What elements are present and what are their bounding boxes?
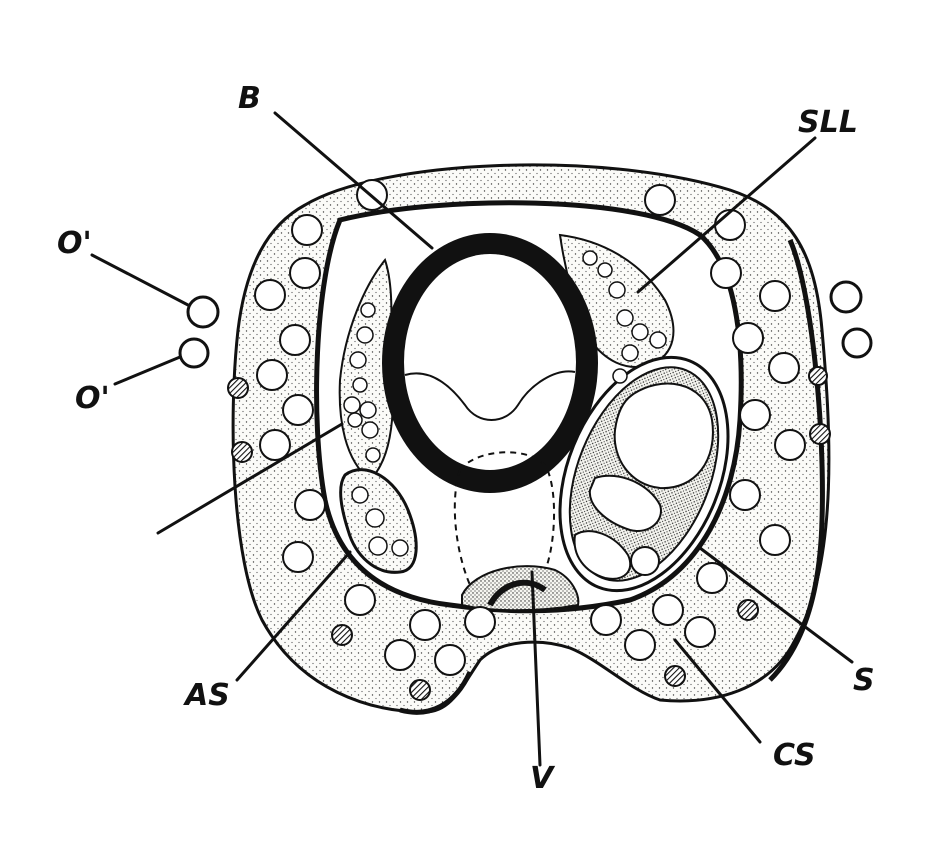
small-circle — [608, 281, 626, 299]
label-v: V — [530, 761, 556, 796]
label-cs: CS — [773, 738, 816, 773]
hatched-circle — [227, 377, 249, 399]
small-circle — [612, 368, 628, 384]
label-sll: SLL — [798, 105, 858, 140]
hatched-circle — [737, 599, 759, 621]
outer-ring-heavy-edge — [768, 238, 825, 682]
s-chamber-1 — [588, 474, 662, 532]
ring-circle — [384, 639, 416, 671]
hatched-circle — [331, 624, 353, 646]
small-circle — [368, 536, 388, 556]
ring-circle — [282, 541, 314, 573]
label-b: B — [238, 81, 261, 116]
ring-circle — [759, 524, 791, 556]
label-o-prime-lower: O' — [75, 381, 110, 416]
small-circle — [616, 309, 634, 327]
right-external-circle-2 — [841, 327, 873, 359]
ring-circle — [259, 429, 291, 461]
small-circle — [347, 412, 363, 428]
small-circle — [352, 377, 368, 393]
hatched-circle — [809, 423, 831, 445]
label-o-prime-upper: O' — [57, 226, 92, 261]
small-circle — [649, 331, 667, 349]
small-circle — [361, 421, 379, 439]
small-circle — [582, 250, 598, 266]
ring-circle — [729, 479, 761, 511]
leader-lines — [90, 111, 854, 767]
small-circle — [351, 486, 369, 504]
s-lumen — [613, 382, 714, 490]
small-circle — [359, 401, 377, 419]
ring-circle — [710, 257, 742, 289]
ring-circle — [409, 609, 441, 641]
small-circle — [365, 447, 381, 463]
hatched-circle — [808, 366, 828, 386]
ring-circle — [464, 606, 496, 638]
small-circles — [343, 250, 667, 557]
small-circle — [356, 326, 374, 344]
ring-circle — [434, 644, 466, 676]
ring-circle — [759, 280, 791, 312]
dashed-outline — [453, 451, 556, 586]
ring-circle — [256, 359, 288, 391]
ring-circle — [732, 322, 764, 354]
ring-circle — [291, 214, 323, 246]
small-circle — [597, 262, 613, 278]
ring-circle — [279, 324, 311, 356]
b-ring-inner — [404, 254, 576, 470]
b-inner-fold — [404, 370, 576, 421]
ring-circle — [644, 184, 676, 216]
label-as: AS — [183, 678, 230, 713]
ring-circle — [254, 279, 286, 311]
o-prime-circle-2 — [178, 337, 210, 369]
hatched-circle — [664, 665, 686, 687]
small-circle — [631, 323, 649, 341]
ring-circles — [254, 179, 806, 676]
o-prime-circle-1 — [186, 295, 220, 329]
small-circle — [391, 539, 409, 557]
ring-circle — [652, 594, 684, 626]
ring-circle — [344, 584, 376, 616]
small-circle — [349, 351, 367, 369]
small-circle — [343, 396, 361, 414]
ring-circle — [684, 616, 716, 648]
hatched-circles — [227, 366, 831, 701]
right-external-circle-1 — [829, 280, 863, 314]
s-chamber-2 — [573, 530, 632, 580]
small-circle — [360, 302, 376, 318]
ring-circle — [768, 352, 800, 384]
ring-circle — [696, 562, 728, 594]
ring-circle — [714, 209, 746, 241]
hatched-circle — [231, 441, 253, 463]
small-circle — [621, 344, 639, 362]
ring-circle — [289, 257, 321, 289]
ring-circle — [774, 429, 806, 461]
ring-circle — [590, 604, 622, 636]
hatched-circle — [409, 679, 431, 701]
ring-circle — [282, 394, 314, 426]
label-s: S — [853, 663, 875, 698]
s-circle — [630, 546, 660, 576]
ring-circle — [294, 489, 326, 521]
small-circle — [365, 508, 385, 528]
ring-circle — [624, 629, 656, 661]
ring-circle — [739, 399, 771, 431]
